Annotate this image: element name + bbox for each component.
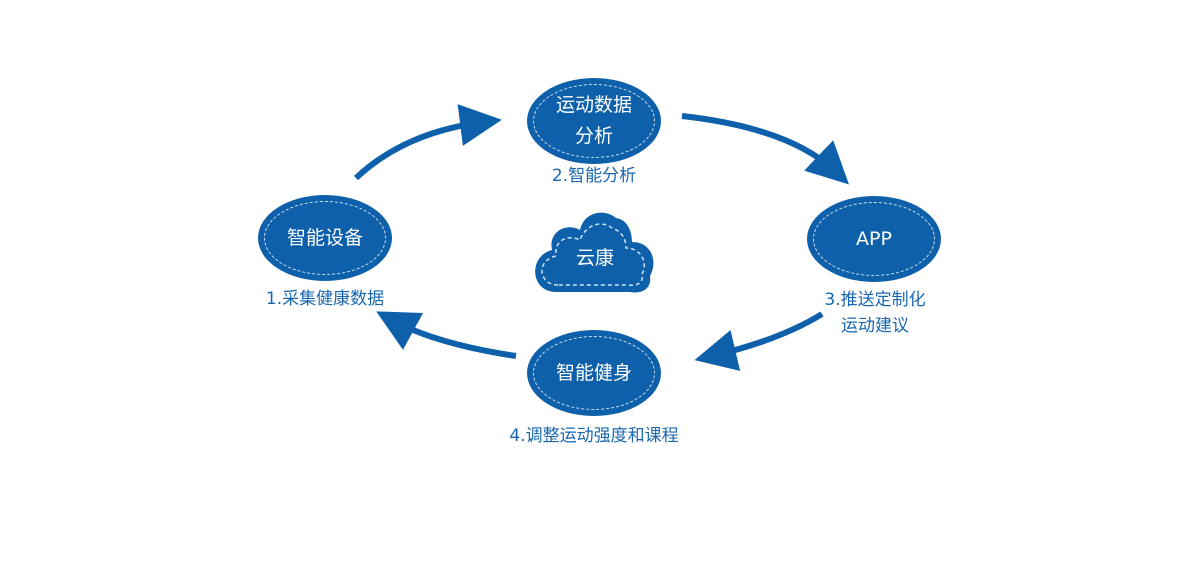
node-app-label: APP [856,227,892,250]
caption-app-line1: 3.推送定制化 [824,290,926,310]
node-device: 智能设备 [258,195,392,281]
arrow-fitness-to-device [376,311,517,359]
caption-device: 1.采集健康数据 [265,289,385,309]
node-fitness-label: 智能健身 [555,361,632,384]
node-analysis: 运动数据 分析 [527,78,661,164]
node-analysis-line1: 运动数据 [555,94,632,116]
caption-app: 3.推送定制化 运动建议 [800,287,950,339]
node-device-label: 智能设备 [286,226,363,249]
node-app: APP [807,196,941,282]
arrow-analysis-to-app [681,113,850,185]
caption-fitness: 4.调整运动强度和课程 [509,426,679,446]
cloud-icon [535,212,654,293]
node-analysis-line2: 分析 [574,125,613,147]
node-analysis-label: 运动数据 分析 [556,90,632,152]
arrow-app-to-fitness [694,311,824,371]
node-fitness: 智能健身 [527,330,661,416]
caption-app-line2: 运动建议 [841,316,909,336]
caption-analysis: 2.智能分析 [551,166,637,186]
cloud-label: 云康 [575,247,614,269]
arrow-device-to-analysis [353,104,502,181]
